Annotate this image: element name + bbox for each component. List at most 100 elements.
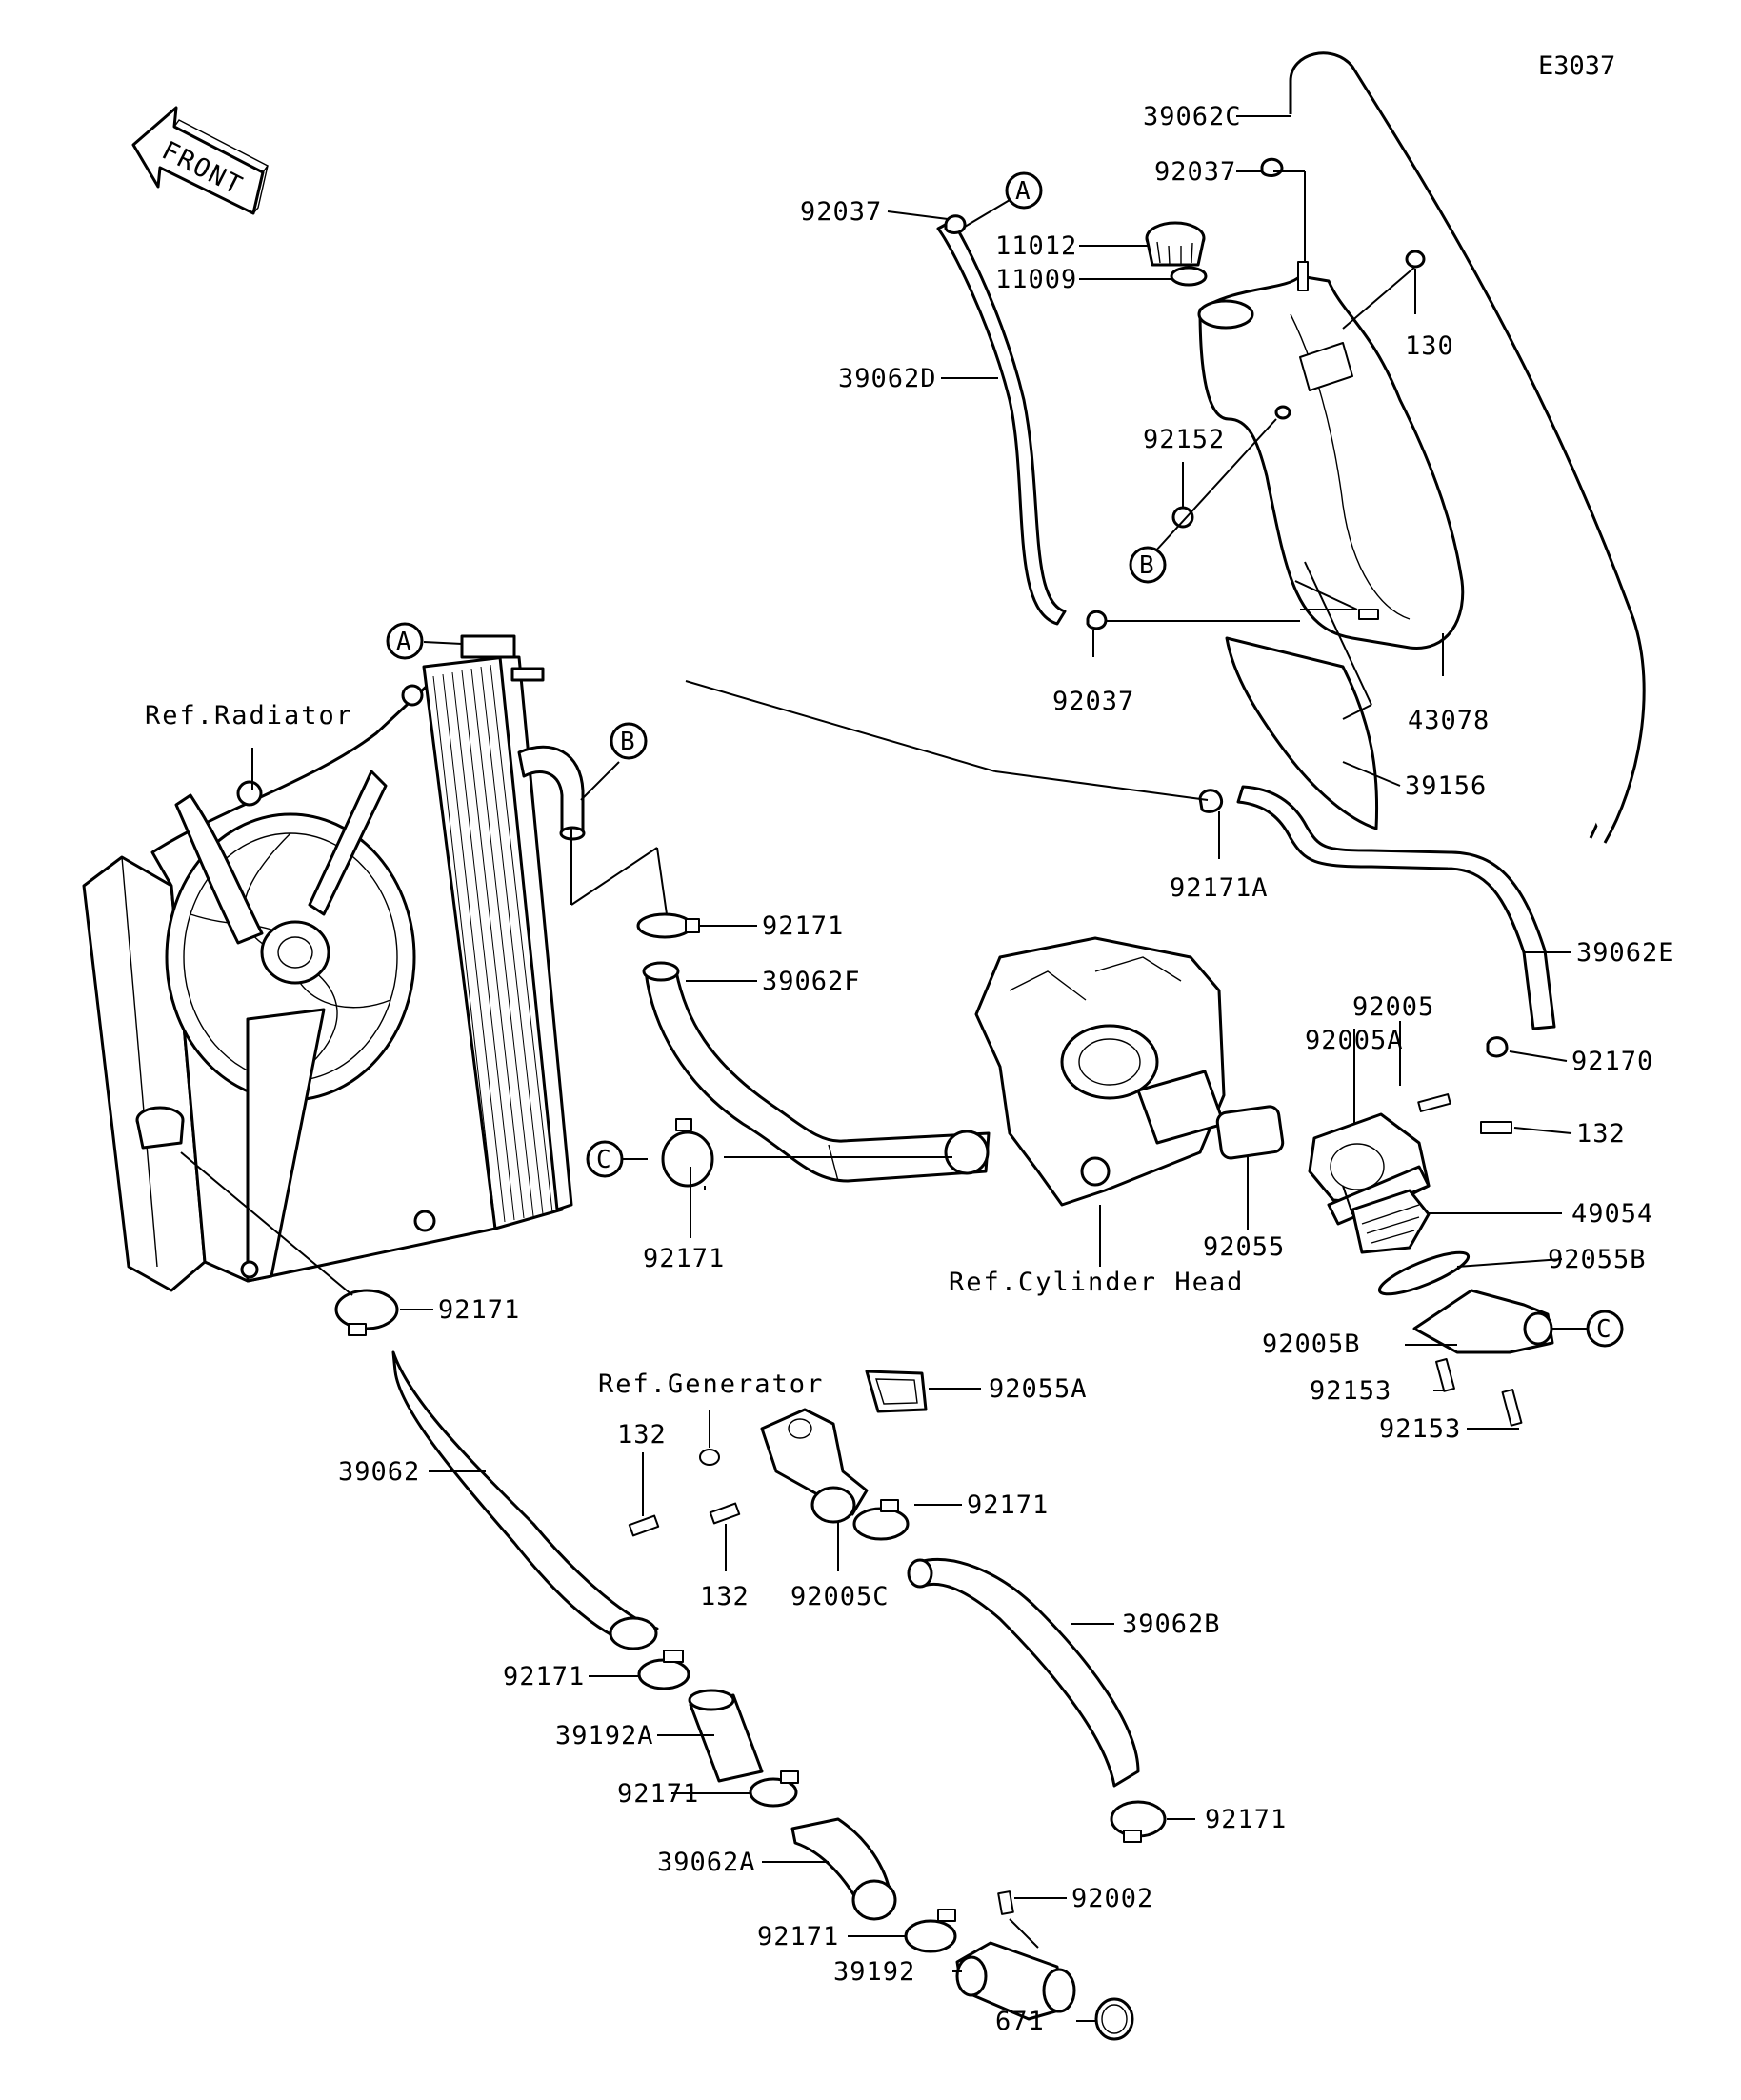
cover-plate <box>1225 636 1379 830</box>
cylinder-head <box>974 936 1226 1207</box>
clamp-92171-mid-icon <box>852 1499 910 1541</box>
ref-generator-label: Ref.Generator <box>598 1370 824 1399</box>
label-92171-low: 92171 <box>757 1922 839 1951</box>
callout-a-top-letter: A <box>1015 177 1031 206</box>
label-92153-a: 92153 <box>1310 1376 1391 1406</box>
label-92002: 92002 <box>1071 1884 1153 1913</box>
label-39062a: 39062A <box>657 1848 756 1877</box>
bolt-132-left-icon <box>628 1514 660 1537</box>
callout-c-thermostat-letter: C <box>1596 1315 1611 1344</box>
label-92055a: 92055A <box>989 1374 1088 1404</box>
label-11009: 11009 <box>995 265 1077 294</box>
bolt-132-bottom-icon <box>709 1502 741 1525</box>
label-39192: 39192 <box>833 1957 915 1987</box>
ref-cylinder-head-label: Ref.Cylinder Head <box>949 1268 1244 1297</box>
label-39062e: 39062E <box>1576 938 1675 968</box>
label-92005b: 92005B <box>1262 1330 1361 1359</box>
label-92005: 92005 <box>1352 992 1434 1022</box>
clamp-92171-radiator-icon <box>334 1289 399 1336</box>
label-92171-upper: 92171 <box>762 911 844 941</box>
pipe-39192a-icon <box>688 1689 764 1783</box>
thermostat-cover <box>1412 1289 1554 1354</box>
label-92055b: 92055B <box>1548 1245 1647 1274</box>
clamp-92037-bottom-icon <box>1086 610 1108 630</box>
callout-c-hose-letter: C <box>596 1146 611 1174</box>
clamp-92171-right-icon <box>1110 1800 1167 1843</box>
label-92005a: 92005A <box>1305 1026 1404 1055</box>
label-92171a: 92171A <box>1170 873 1269 903</box>
grommet-icon <box>1171 506 1194 529</box>
label-39062: 39062 <box>338 1457 420 1487</box>
front-arrow-icon: FRONT <box>131 106 270 215</box>
label-43078: 43078 <box>1408 706 1490 735</box>
callout-a-top: A <box>1005 171 1043 210</box>
callout-c-hose: C <box>586 1140 624 1178</box>
label-132-bottom: 132 <box>700 1582 750 1611</box>
gasket-icon <box>1170 266 1208 287</box>
ref-radiator-label: Ref.Radiator <box>145 701 353 730</box>
clamp-92171-upper-icon <box>636 912 700 939</box>
label-39062d: 39062D <box>838 364 937 393</box>
clamp-92037-left-icon <box>944 214 967 234</box>
label-92037-top: 92037 <box>1154 157 1236 187</box>
hose-39062b-end <box>907 1558 933 1589</box>
callout-a-radiator: A <box>386 622 424 660</box>
hose-39062a-end <box>851 1879 897 1921</box>
clamp-92171-low-icon <box>904 1909 957 1953</box>
label-671: 671 <box>995 2007 1045 2036</box>
bolt-92002-icon <box>997 1890 1014 1915</box>
pipe-39192-icon <box>955 1941 1076 2021</box>
label-92171-a: 92171 <box>503 1662 585 1691</box>
label-39192a: 39192A <box>555 1721 654 1750</box>
callout-c-thermostat: C <box>1586 1310 1624 1348</box>
gasket-92055a-icon <box>865 1370 928 1413</box>
clamp-92170-icon <box>1486 1036 1509 1058</box>
label-92055: 92055 <box>1203 1232 1285 1262</box>
part-number-labels: 39062C 92037 92037 11012 11009 39062D 13… <box>338 102 1675 2036</box>
label-92171-mid: 92171 <box>967 1490 1049 1520</box>
label-92005c: 92005C <box>790 1582 890 1611</box>
callout-a-radiator-letter: A <box>396 628 411 656</box>
bolt-130-icon <box>1405 250 1426 269</box>
diagram-code: E3037 <box>1538 51 1615 81</box>
label-92171-radiator: 92171 <box>438 1295 520 1325</box>
label-92037-left: 92037 <box>800 197 882 227</box>
clip-92171a-icon <box>1198 789 1224 813</box>
label-39062c: 39062C <box>1143 102 1242 131</box>
bolt-92005-icon <box>1417 1093 1451 1112</box>
label-92171-b: 92171 <box>617 1779 699 1809</box>
radiator-core-fins <box>432 664 553 1225</box>
callout-b-reservoir: B <box>1129 546 1167 584</box>
hose-39062d <box>936 219 1067 626</box>
label-132-right: 132 <box>1576 1119 1626 1149</box>
label-132-left: 132 <box>617 1420 667 1450</box>
clamp-92037-top-icon <box>1260 157 1284 177</box>
bolt-132-right-icon <box>1480 1121 1512 1134</box>
cap-icon <box>1145 221 1206 267</box>
bolt-92153-b-icon <box>1501 1389 1523 1427</box>
label-49054: 49054 <box>1571 1199 1653 1229</box>
label-11012: 11012 <box>995 231 1077 261</box>
clamp-92171-a-icon <box>637 1650 690 1690</box>
oring-92055b-icon <box>1377 1250 1471 1296</box>
thermostat-icon <box>1351 1189 1431 1254</box>
clamp-92171-c-icon <box>661 1118 714 1188</box>
label-92170: 92170 <box>1571 1047 1653 1076</box>
hose-39062e <box>1236 785 1556 1030</box>
water-pipe-fitting <box>699 1408 869 1524</box>
gasket-92055-icon <box>1215 1105 1285 1160</box>
clamp-92171-b-icon <box>749 1770 799 1808</box>
label-39062f: 39062F <box>762 967 861 996</box>
label-92171-right: 92171 <box>1205 1805 1287 1834</box>
hose-39062 <box>391 1350 659 1645</box>
callout-b-radiator-letter: B <box>620 728 635 756</box>
label-92037-bottom: 92037 <box>1052 687 1134 716</box>
hose-39062f <box>642 961 991 1183</box>
radiator-assembly <box>82 634 586 1292</box>
label-92152: 92152 <box>1143 425 1225 454</box>
hose-39062-end <box>609 1616 658 1650</box>
callout-b-reservoir-letter: B <box>1139 551 1154 580</box>
bolt-92153-a-icon <box>1435 1357 1455 1392</box>
callout-b-radiator: B <box>610 722 648 760</box>
